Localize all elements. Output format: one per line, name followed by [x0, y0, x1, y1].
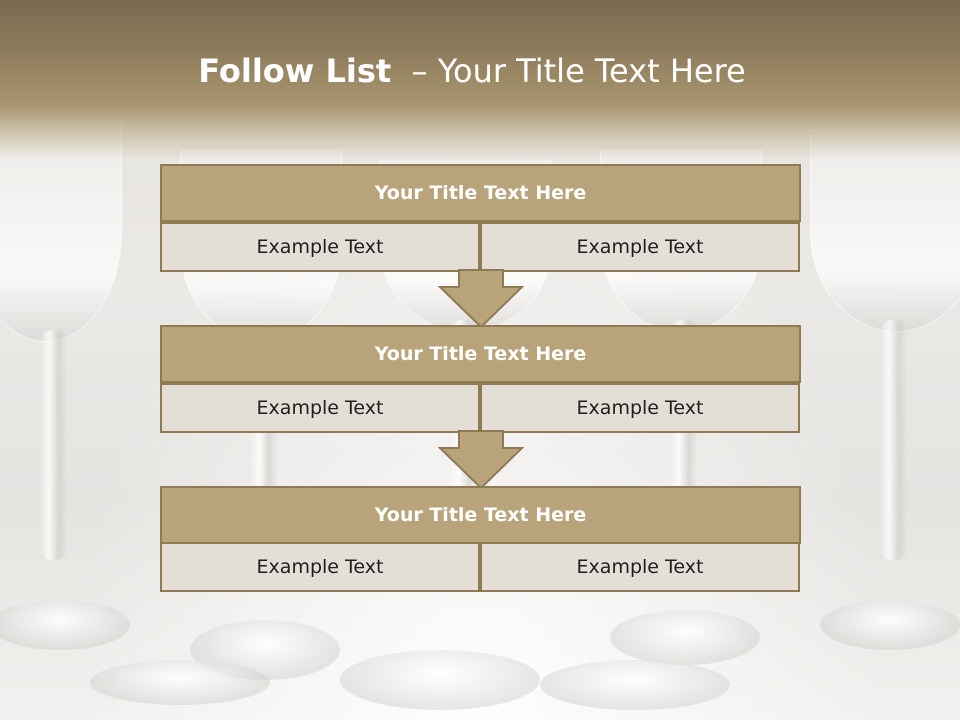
page-title: Follow List – Your Title Text Here: [0, 52, 944, 90]
page-title-bold: Follow List: [198, 52, 392, 90]
block-cell-left: Example Text: [160, 222, 480, 272]
block-title: Your Title Text Here: [160, 164, 801, 222]
block-title: Your Title Text Here: [160, 486, 801, 544]
list-block: Your Title Text Here Example Text Exampl…: [160, 164, 801, 272]
down-arrow-icon: [438, 430, 524, 490]
block-cell-left: Example Text: [160, 383, 480, 433]
list-block: Your Title Text Here Example Text Exampl…: [160, 486, 801, 592]
block-cell-right: Example Text: [480, 542, 800, 592]
block-cell-left: Example Text: [160, 542, 480, 592]
block-title: Your Title Text Here: [160, 325, 801, 383]
list-block: Your Title Text Here Example Text Exampl…: [160, 325, 801, 433]
down-arrow-icon: [438, 269, 524, 329]
block-cell-right: Example Text: [480, 383, 800, 433]
block-cell-right: Example Text: [480, 222, 800, 272]
page-title-rest: – Your Title Text Here: [411, 52, 746, 90]
header-band: [0, 0, 960, 160]
